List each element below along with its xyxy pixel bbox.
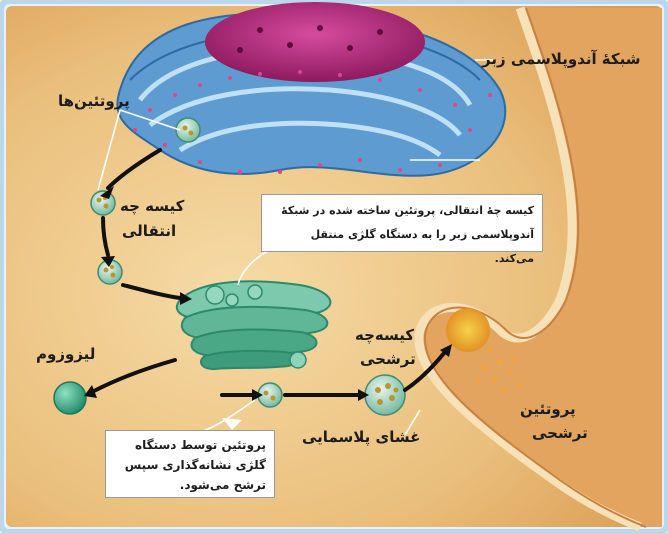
lysosome-shape [54,382,86,414]
secretory-vesicle-shape [365,375,405,415]
nucleus [205,2,425,82]
label-secreted-protein-1: پروتئین [520,400,576,418]
label-rough-er: شبکهٔ آندوپلاسمی زبر [482,50,641,68]
label-plasma-membrane: غشای پلاسمایی [302,428,420,446]
golgi-note: پروتئین توسط دستگاه گلژی نشانه‌گذاری سپس… [105,430,275,498]
golgi-note-line-2: گلژی نشانه‌گذاری سپس [114,455,266,475]
label-secreted-protein-2: ترشحی [532,424,588,442]
label-secretory-vesicle-2: ترشحی [360,350,416,368]
exocytosis-site [446,308,490,352]
label-transport-vesicle-1: کیسه چه [120,197,184,215]
label-proteins: پروتئین‌ها [58,92,130,110]
transport-note-line-2: آندوپلاسمی زبر را به دستگاه گلژی منتقل م… [270,223,534,271]
label-transport-vesicle-2: انتقالی [122,222,176,240]
golgi-note-line-1: پروتئین توسط دستگاه [114,435,266,455]
label-secretory-vesicle-1: کیسه‌چه [355,326,414,344]
transport-vesicle-note: کیسه چهٔ انتقالی، پروتئین ساخته شده در ش… [261,194,543,252]
label-lysosome: لیزوزوم [36,345,95,363]
transport-note-line-1: کیسه چهٔ انتقالی، پروتئین ساخته شده در ش… [270,199,534,223]
golgi-note-line-3: ترشح می‌شود. [114,475,266,495]
